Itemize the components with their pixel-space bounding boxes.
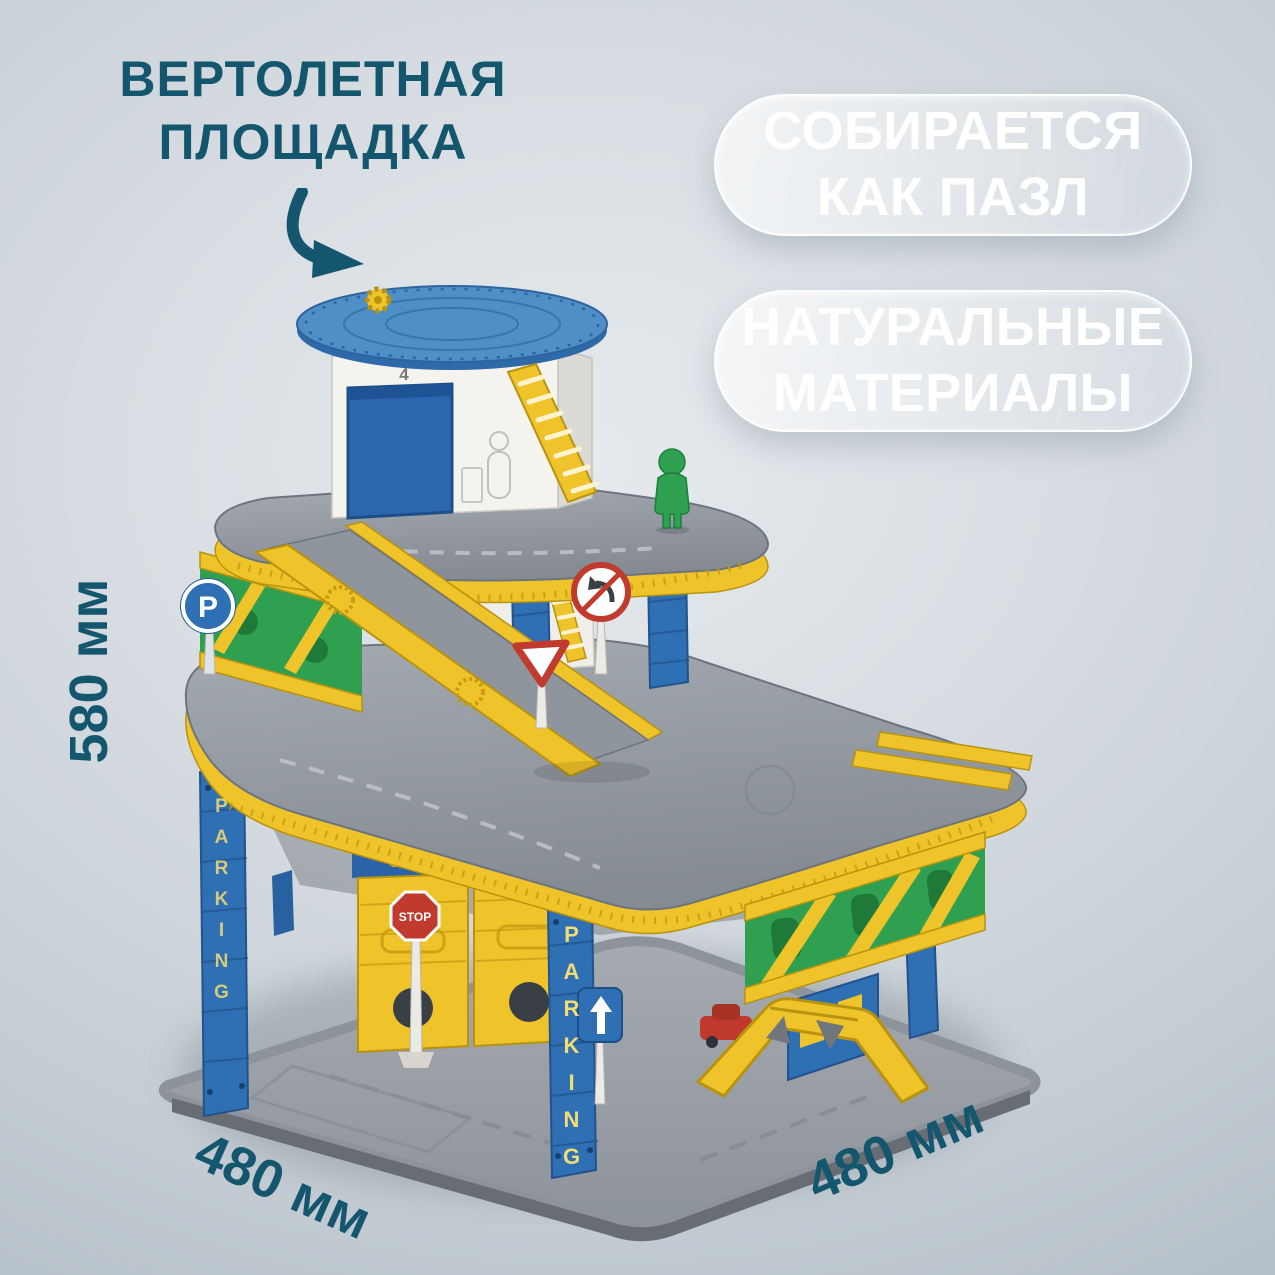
toy-car — [700, 1004, 752, 1048]
right-truss-wall — [744, 830, 986, 1006]
tower-stairs — [506, 362, 599, 504]
helipad-gear — [364, 286, 392, 314]
yield-sign — [512, 639, 570, 729]
wing-ramp-rails — [851, 731, 1033, 791]
callout-line-1: ВЕРТОЛЕТНАЯ — [119, 51, 507, 107]
svg-text:4: 4 — [399, 365, 409, 384]
ground-bridge — [696, 997, 930, 1104]
callout-arrow-icon — [286, 188, 364, 278]
direction-sign — [577, 987, 623, 1105]
badge-line: МАТЕРИАЛЫ — [772, 363, 1134, 423]
helipad — [296, 285, 608, 370]
parking-text-left: PARKING — [211, 796, 232, 1013]
badge-line: КАК ПАЗЛ — [816, 167, 1090, 227]
badge-line: НАТУРАЛЬНЫЕ — [741, 297, 1165, 358]
exit-ramp — [253, 521, 664, 783]
callout-line-2: ПЛОЩАДКА — [158, 114, 468, 170]
parking-text-front: PARKING — [559, 922, 584, 1181]
svg-text:P: P — [198, 591, 218, 624]
no-turn-sign — [571, 562, 631, 675]
feature-badge-puzzle: СОБИРАЕТСЯ КАК ПАЗЛ — [714, 94, 1192, 236]
side-wall-piece — [272, 870, 294, 936]
feature-badge-materials: НАТУРАЛЬНЫЕ МАТЕРИАЛЫ — [714, 290, 1192, 432]
parking-sign: P — [180, 578, 236, 675]
svg-text:STOP: STOP — [399, 910, 431, 924]
toy-figure — [654, 448, 690, 534]
badge-line: СОБИРАЕТСЯ — [763, 101, 1143, 162]
stop-sign: STOP — [389, 890, 441, 1068]
mid-deck — [184, 637, 1033, 935]
page-title: ВЕРТОЛЕТНАЯ ПЛОЩАДКА — [78, 48, 548, 174]
dimension-label-height: 580 мм — [59, 578, 119, 764]
